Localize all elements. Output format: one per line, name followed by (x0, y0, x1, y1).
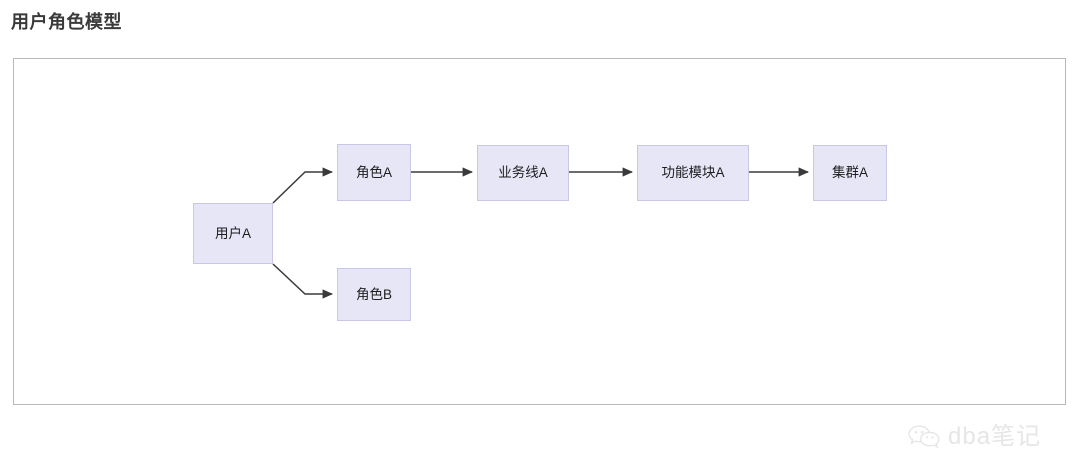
node-label: 角色B (355, 286, 392, 302)
node-role-b[interactable]: 角色B (337, 268, 411, 321)
page-title: 用户角色模型 (11, 12, 122, 32)
diagram-frame: 用户A 角色A 角色B 业务线A 功能模块A 集群A dba笔记 (13, 58, 1066, 449)
node-label: 功能模块A (661, 165, 725, 181)
node-label: 集群A (831, 165, 868, 181)
node-bizline-a[interactable]: 业务线A (477, 145, 569, 201)
node-cluster-a[interactable]: 集群A (813, 145, 887, 201)
node-module-a[interactable]: 功能模块A (637, 145, 749, 201)
node-label: 业务线A (498, 165, 548, 181)
watermark: dba笔记 (907, 417, 1077, 457)
node-label: 角色A (355, 164, 392, 180)
node-role-a[interactable]: 角色A (337, 144, 411, 201)
edge-user-a-to-role-a (272, 167, 334, 204)
node-user-a[interactable]: 用户A (193, 203, 273, 264)
node-label: 用户A (214, 225, 251, 241)
watermark-text: dba笔记 (948, 423, 1042, 450)
diagram-connectors (272, 167, 810, 299)
edge-user-a-to-role-b (272, 263, 334, 299)
